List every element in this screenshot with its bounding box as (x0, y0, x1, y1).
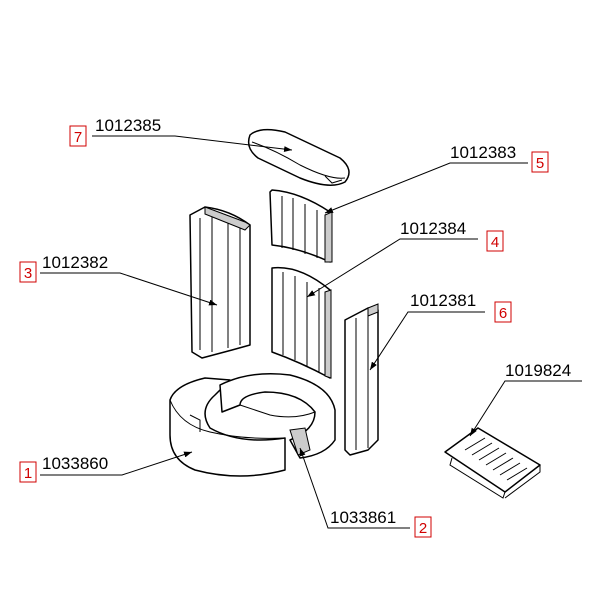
index-box (531, 151, 549, 173)
part-number-label: 1033860 (42, 454, 108, 473)
index-number: 1 (24, 465, 32, 482)
index-number: 7 (74, 129, 82, 146)
index-number: 2 (419, 520, 427, 537)
index-box (19, 461, 37, 483)
leader-line (299, 447, 410, 529)
part-number-label: 1012384 (400, 219, 466, 238)
index-number: 4 (491, 234, 499, 251)
part-1012383-upper-back-panel (269, 189, 333, 263)
leader-line (40, 272, 218, 306)
part-number-label: 1012382 (42, 253, 108, 272)
part-number-label: 1012381 (410, 291, 476, 310)
callout-1019824: 1019824 (469, 361, 582, 437)
index-box (486, 230, 504, 252)
part-1033860-front-base (169, 377, 286, 477)
part-1019824-grate (444, 427, 541, 499)
callout-1033860: 1 1033860 (19, 451, 193, 483)
index-number: 6 (499, 305, 507, 322)
index-box (19, 261, 37, 283)
index-box (69, 125, 87, 147)
leader-line (469, 380, 582, 437)
index-box (414, 516, 432, 538)
index-number: 3 (24, 265, 32, 282)
part-number-label: 1033861 (330, 508, 396, 527)
callout-1012385: 7 1012385 (69, 116, 293, 153)
part-1012382-left-side-panel (189, 206, 251, 359)
callout-1033861: 2 1033861 (299, 447, 432, 538)
part-number-label: 1012383 (450, 143, 516, 162)
leader-line (324, 162, 528, 214)
callout-1012382: 3 1012382 (19, 253, 218, 306)
index-number: 5 (536, 155, 544, 172)
index-box (494, 301, 512, 323)
leader-line (369, 311, 485, 371)
part-1012385-top-plate (247, 128, 350, 186)
callout-1012384: 4 1012384 (306, 219, 504, 298)
leader-line (40, 451, 193, 476)
callout-1012381: 6 1012381 (369, 291, 512, 371)
part-number-label: 1019824 (505, 361, 571, 380)
callout-1012383: 5 1012383 (324, 143, 549, 214)
part-number-label: 1012385 (95, 116, 161, 135)
leader-line (92, 135, 293, 153)
part-1012384-lower-back-panel (271, 266, 332, 379)
part-1012381-right-side-panel (344, 303, 379, 456)
leader-line (306, 238, 478, 298)
